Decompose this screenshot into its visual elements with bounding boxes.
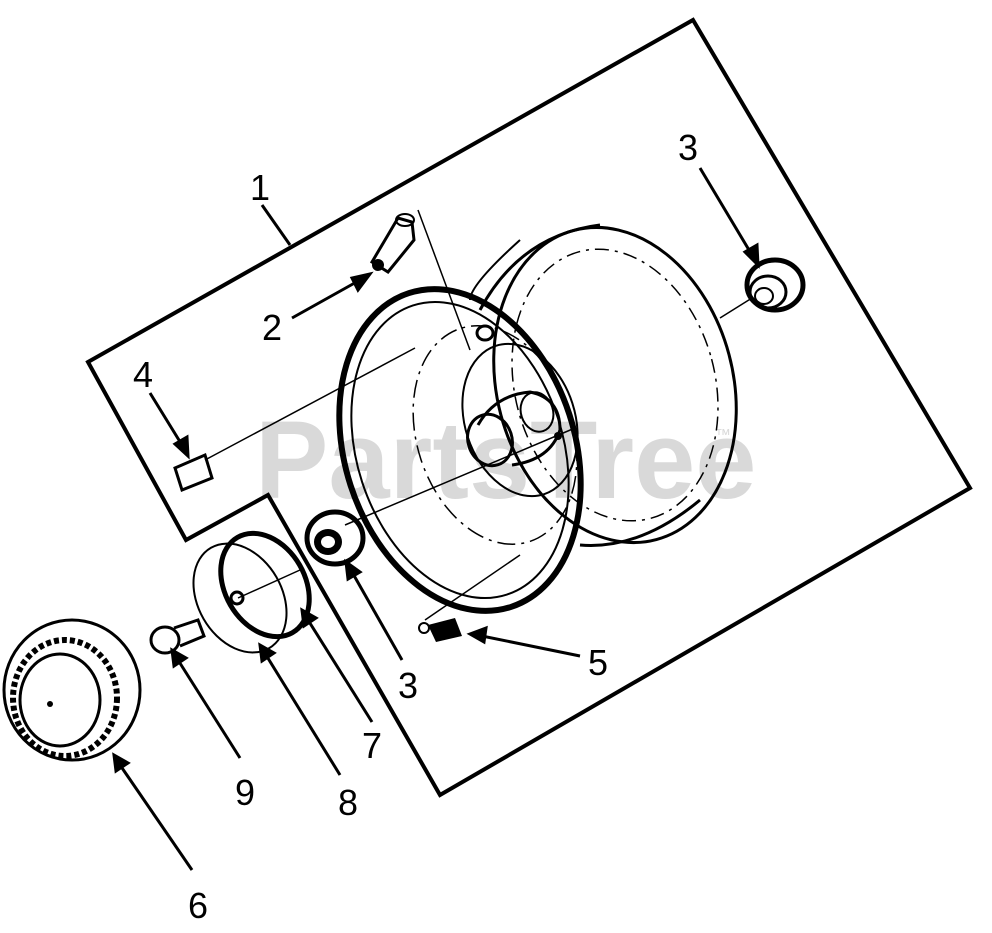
callout-1: 1 [250, 167, 270, 208]
callout-8: 8 [338, 782, 358, 823]
callout-3-upper: 3 [678, 127, 698, 168]
assembly-guide-lines [204, 209, 753, 621]
callout-3-lower: 3 [398, 665, 418, 706]
callout-9: 9 [235, 772, 255, 813]
assembly-boundary [85, 17, 973, 798]
callout-4: 4 [133, 354, 153, 395]
hubcap-part [2, 618, 142, 762]
callout-2: 2 [262, 307, 282, 348]
bearing-lower-part [304, 509, 366, 567]
valve-stem-part [369, 213, 416, 274]
callout-labels: 1 2 3 3 4 5 6 7 8 9 [133, 127, 698, 926]
bolt-part [149, 618, 206, 655]
wheel-rim [336, 223, 738, 614]
leader-lines [112, 167, 760, 871]
callout-7: 7 [362, 725, 382, 766]
bearing-upper-part [744, 257, 806, 313]
block-part [173, 452, 214, 492]
pulley-disc-part [192, 530, 312, 654]
grease-fitting-part [418, 618, 462, 642]
callout-6: 6 [188, 885, 208, 926]
callout-5: 5 [588, 642, 608, 683]
watermark-trademark: ™ [715, 427, 731, 444]
